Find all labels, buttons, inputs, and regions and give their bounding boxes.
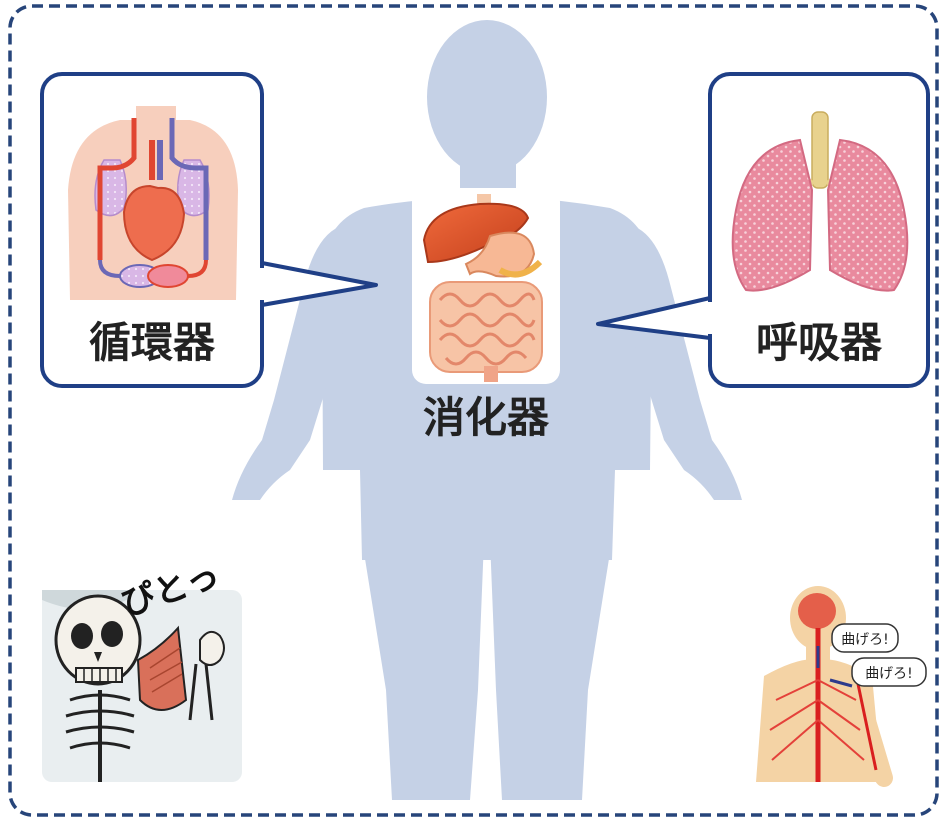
nervous-system-illustration: 曲げろ! 曲げろ! <box>756 586 926 782</box>
digestive-system-illustration <box>424 194 542 382</box>
digestive-label: 消化器 <box>423 393 550 442</box>
nerve-callout-brain: 曲げろ! <box>841 632 889 648</box>
nerve-callout-arm: 曲げろ! <box>865 666 913 682</box>
circulatory-label: 循環器 <box>89 318 216 367</box>
circulatory-system-illustration <box>68 106 238 300</box>
respiratory-label: 呼吸器 <box>756 318 883 367</box>
skeleton-illustration: ぴとっ <box>42 555 242 782</box>
